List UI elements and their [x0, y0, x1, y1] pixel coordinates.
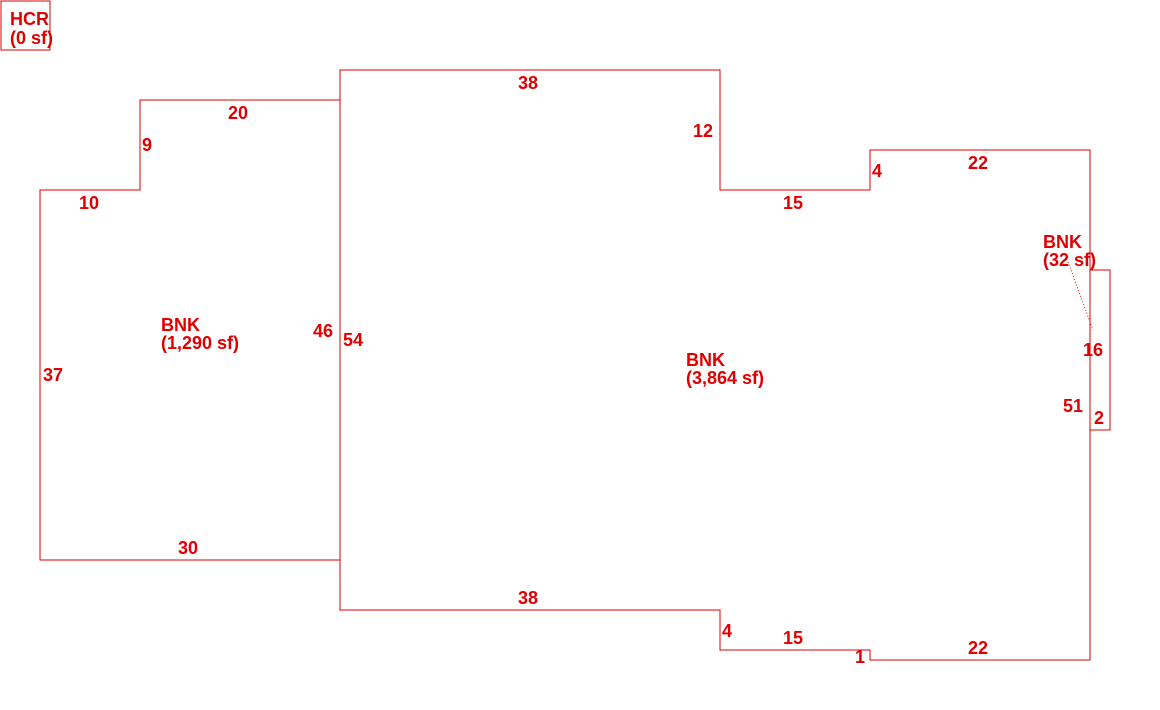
- dim-main-right-top: 22: [968, 153, 988, 173]
- bnk-small-code: BNK: [1043, 232, 1082, 252]
- dim-main-left-side: 54: [343, 330, 363, 350]
- dim-left-step-horizontal: 10: [79, 193, 99, 213]
- dim-main-bottom-middle: 15: [783, 628, 803, 648]
- bnk-main-outline: [339, 69, 1091, 661]
- bnk-small-leader: [1067, 261, 1094, 331]
- dim-left-bottom: 30: [178, 538, 198, 558]
- bnk-small-outline: [1089, 269, 1111, 431]
- bnk-main-code: BNK: [686, 350, 725, 370]
- dim-main-bottom-right: 22: [968, 638, 988, 658]
- dim-main-bottom-step: 4: [722, 621, 732, 641]
- dim-left-step-vertical: 9: [142, 135, 152, 155]
- dim-main-top: 38: [518, 73, 538, 93]
- dim-left-top: 20: [228, 103, 248, 123]
- dim-main-right-step: 4: [872, 161, 882, 181]
- hcr-outline: [0, 0, 51, 51]
- dim-main-bottom-small-step: 1: [855, 647, 865, 667]
- bnk-main-size: (3,864 sf): [686, 368, 764, 388]
- dim-main-bottom: 38: [518, 588, 538, 608]
- dim-small-width: 2: [1094, 408, 1104, 428]
- hcr-size: (0 sf): [10, 28, 53, 48]
- bnk-left-code: BNK: [161, 315, 200, 335]
- dim-main-notch-vertical: 12: [693, 121, 713, 141]
- dim-left-side: 37: [43, 365, 63, 385]
- hcr-code: HCR: [10, 9, 49, 29]
- bnk-small-size: (32 sf): [1043, 250, 1096, 270]
- dim-main-notch-horizontal: 15: [783, 193, 803, 213]
- dim-small-side: 16: [1083, 340, 1103, 360]
- dim-left-right-side: 46: [313, 321, 333, 341]
- bnk-left-size: (1,290 sf): [161, 333, 239, 353]
- dim-main-right-side: 51: [1063, 396, 1083, 416]
